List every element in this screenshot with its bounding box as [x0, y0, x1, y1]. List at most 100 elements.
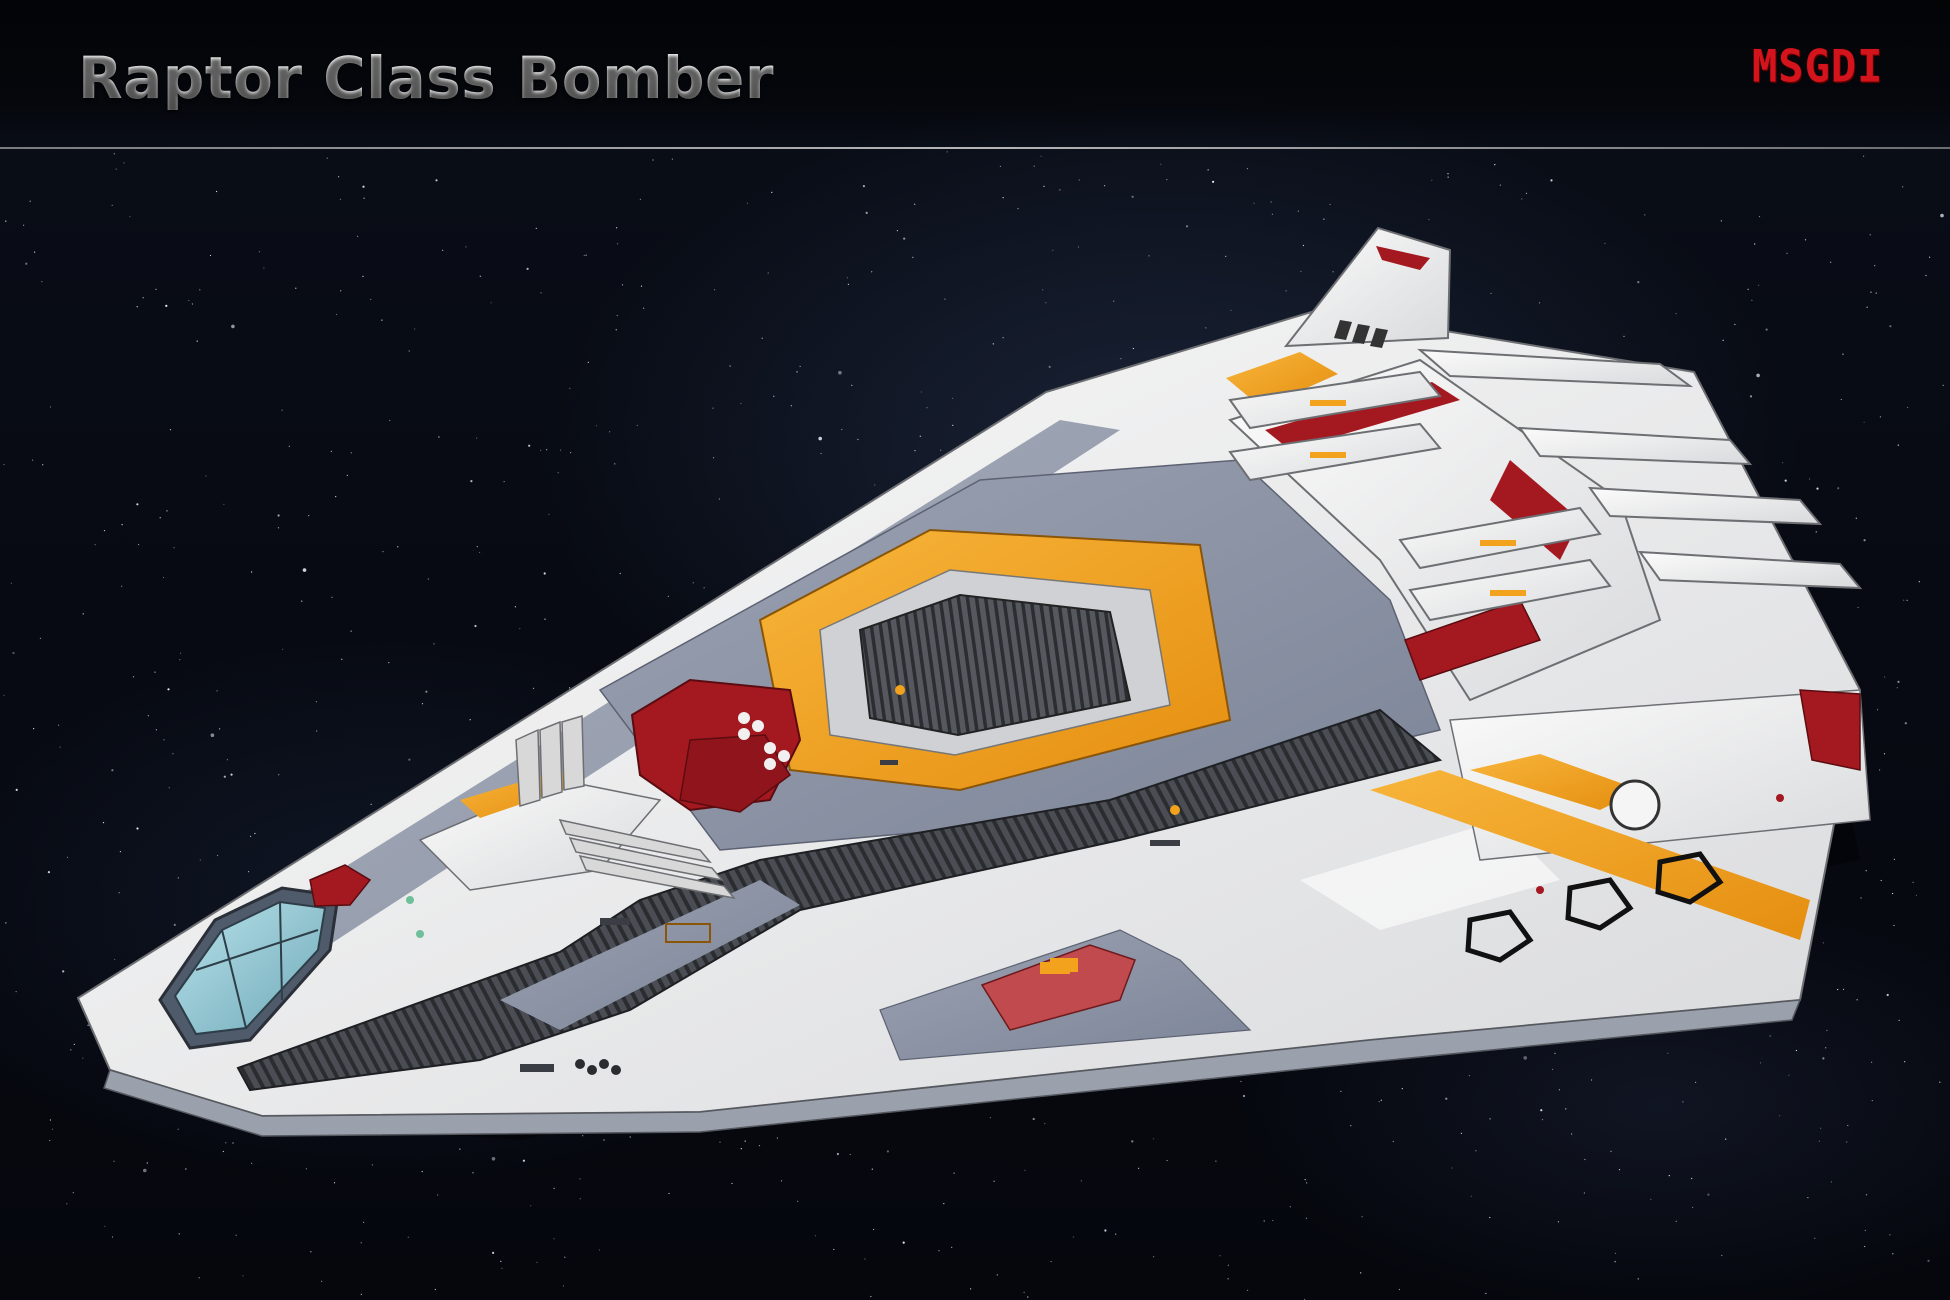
star — [1002, 337, 1004, 339]
star — [414, 328, 416, 330]
star — [857, 438, 859, 441]
star — [147, 715, 149, 717]
star — [41, 281, 43, 283]
star — [1131, 195, 1134, 198]
star — [1558, 1089, 1560, 1091]
star — [389, 419, 391, 422]
star — [1523, 1056, 1527, 1060]
star — [1490, 292, 1492, 294]
star — [162, 576, 165, 579]
star — [1447, 173, 1449, 175]
star — [1856, 999, 1858, 1001]
star — [1889, 325, 1892, 328]
star — [1903, 599, 1905, 601]
star — [1749, 395, 1753, 398]
star — [438, 436, 440, 438]
star — [23, 224, 25, 226]
star — [360, 1293, 362, 1295]
star — [938, 1250, 940, 1252]
star — [703, 587, 705, 589]
star — [1788, 1074, 1790, 1076]
star — [114, 958, 116, 961]
star — [546, 449, 548, 451]
star — [614, 463, 616, 465]
star — [1138, 1167, 1140, 1169]
star — [1380, 1099, 1382, 1101]
star — [34, 251, 36, 253]
star — [350, 630, 352, 632]
star — [1884, 676, 1886, 678]
star — [993, 1180, 995, 1182]
star — [1691, 1177, 1693, 1180]
star — [1077, 246, 1080, 248]
star — [1618, 1169, 1621, 1171]
star — [595, 425, 598, 427]
star — [1401, 1088, 1403, 1090]
star — [177, 1128, 179, 1130]
star — [1883, 753, 1886, 755]
star — [1865, 870, 1867, 872]
star — [500, 1260, 502, 1262]
star — [579, 1178, 581, 1180]
star — [841, 428, 843, 431]
star — [1080, 1180, 1082, 1182]
star — [864, 1258, 866, 1260]
star — [72, 1192, 74, 1194]
star — [362, 185, 365, 188]
star — [1765, 328, 1768, 331]
star — [522, 1159, 526, 1162]
star — [1207, 169, 1209, 171]
star — [553, 1238, 555, 1240]
star — [281, 409, 283, 411]
star — [1880, 879, 1882, 882]
star — [371, 1164, 373, 1166]
star — [155, 288, 157, 290]
star — [603, 1139, 605, 1141]
star — [1398, 1288, 1400, 1291]
star — [629, 1136, 631, 1138]
star — [1822, 942, 1824, 944]
star — [797, 1200, 799, 1202]
star — [940, 449, 942, 451]
star — [1304, 1179, 1306, 1181]
star — [1104, 185, 1106, 187]
star — [833, 1248, 835, 1251]
star — [1131, 1140, 1134, 1143]
star — [996, 1274, 998, 1276]
star — [1565, 1108, 1567, 1110]
star — [180, 652, 182, 654]
star — [1904, 722, 1907, 725]
star — [540, 292, 542, 294]
star — [82, 1057, 84, 1059]
star — [838, 370, 842, 375]
star — [362, 275, 364, 277]
star — [540, 449, 542, 451]
star — [205, 475, 207, 477]
star — [113, 1160, 115, 1162]
star — [668, 1192, 670, 1195]
star — [814, 1235, 817, 1237]
star — [548, 513, 550, 516]
star — [1428, 219, 1430, 221]
star — [1906, 599, 1908, 601]
star — [818, 436, 822, 441]
star — [780, 1180, 783, 1182]
star — [15, 788, 18, 792]
star — [216, 690, 218, 692]
star — [250, 835, 252, 838]
star — [1756, 373, 1760, 378]
brand-logo: MSGDI — [1752, 40, 1884, 93]
star — [169, 429, 172, 431]
star — [886, 1150, 890, 1153]
star — [172, 753, 174, 755]
star — [70, 1049, 72, 1051]
star — [643, 307, 645, 309]
star — [1240, 1080, 1242, 1083]
star — [397, 546, 399, 548]
star — [1675, 313, 1677, 315]
star — [421, 1170, 423, 1173]
star — [616, 227, 618, 229]
star — [526, 267, 529, 270]
star — [1219, 1255, 1221, 1257]
